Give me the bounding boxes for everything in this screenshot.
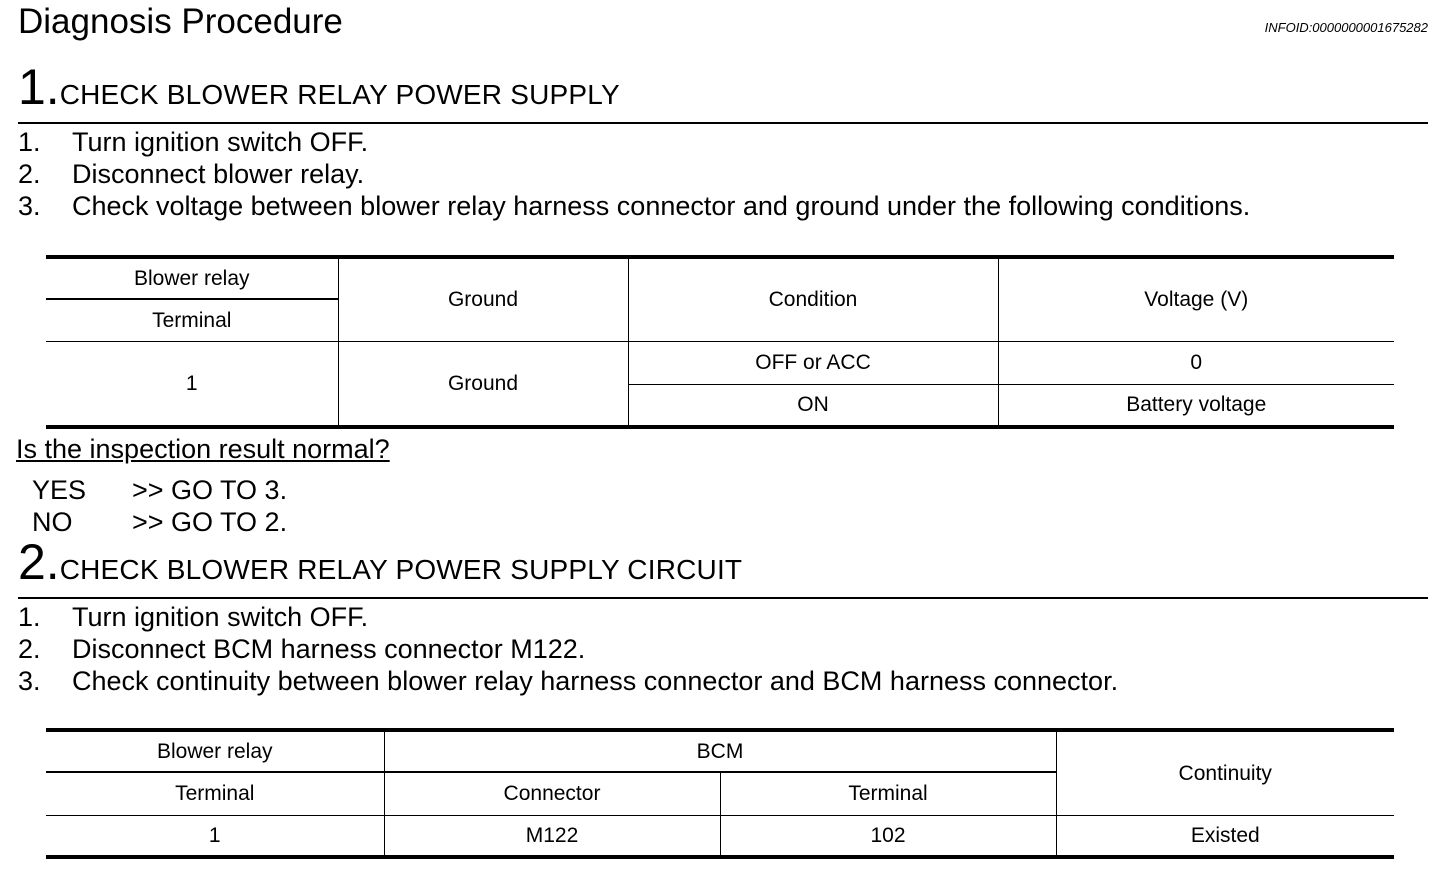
header-connector: Connector [383,772,720,816]
header-voltage: Voltage (V) [997,257,1394,342]
step-2-number: 2. [18,534,60,590]
cell-terminal: 102 [719,815,1056,857]
instruction-item: 1. Turn ignition switch OFF. [18,127,369,157]
step-1-title: CHECK BLOWER RELAY POWER SUPPLY [59,79,620,110]
header-blower-relay: Blower relay [46,257,338,300]
instruction-item: 2. Disconnect blower relay. [18,159,365,189]
answer-yes: YES >> GO TO 3. [32,475,288,505]
step-1-instructions: 1. Turn ignition switch OFF. 2. Disconne… [18,126,1250,222]
cell-connector: M122 [383,815,720,857]
step-1-number: 1. [18,59,60,115]
step-2-heading: 2.CHECK BLOWER RELAY POWER SUPPLY CIRCUI… [18,537,742,587]
header-terminal: Terminal [719,772,1056,816]
page-title: Diagnosis Procedure [18,2,343,41]
divider [18,122,1428,124]
step-2-instructions: 1. Turn ignition switch OFF. 2. Disconne… [18,601,1118,697]
header-continuity: Continuity [1055,730,1394,816]
continuity-check-table: Blower relay BCM Continuity Terminal Con… [46,728,1394,859]
step-1-heading: 1.CHECK BLOWER RELAY POWER SUPPLY [18,62,620,112]
header-bcm: BCM [383,730,1056,773]
cell-terminal: 1 [208,823,221,847]
cell-condition: OFF or ACC [627,341,998,385]
cell-ground: Ground [337,341,628,427]
header-terminal: Terminal [46,772,384,816]
info-id: INFOID:0000000001675282 [1264,20,1428,35]
cell-voltage: Battery voltage [997,384,1394,427]
inspection-question: Is the inspection result normal? [16,434,390,464]
cell-voltage: 0 [997,341,1394,385]
header-condition: Condition [627,257,998,342]
cell-condition: ON [627,384,998,427]
step-2-title: CHECK BLOWER RELAY POWER SUPPLY CIRCUIT [59,554,743,585]
divider [18,597,1428,599]
answer-no: NO >> GO TO 2. [32,507,288,537]
cell-continuity: Existed [1055,815,1394,857]
header-ground: Ground [337,257,628,342]
answer-list: YES >> GO TO 3. NO >> GO TO 2. [32,474,287,538]
header-terminal: Terminal [46,299,338,342]
cell-terminal: 1 [185,371,198,395]
instruction-item: 2. Disconnect BCM harness connector M122… [18,634,586,664]
instruction-item: 3. Check voltage between blower relay ha… [18,191,1251,221]
instruction-item: 3. Check continuity between blower relay… [18,666,1119,696]
header-blower-relay: Blower relay [46,730,384,773]
instruction-item: 1. Turn ignition switch OFF. [18,602,369,632]
voltage-check-table: Blower relay Ground Condition Voltage (V… [46,255,1394,429]
